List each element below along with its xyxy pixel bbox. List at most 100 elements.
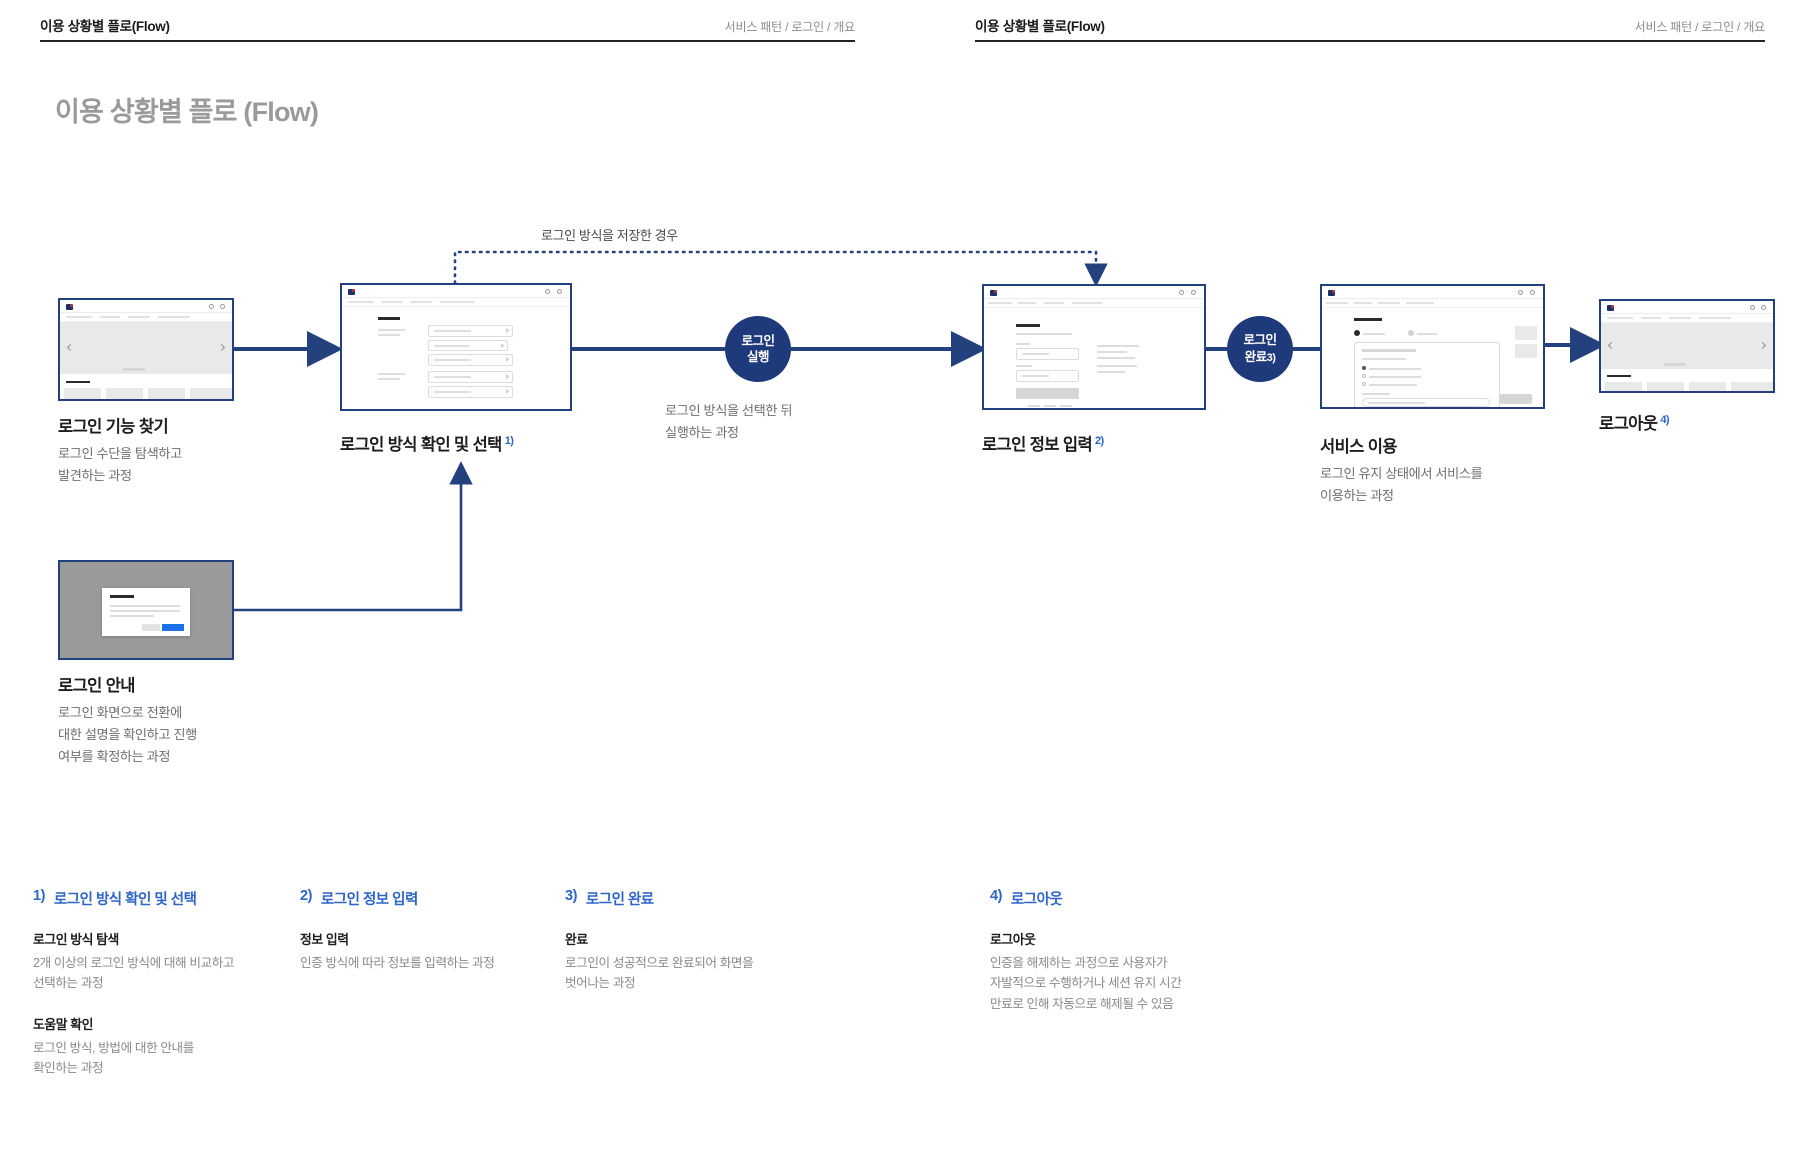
footnote-block: 도움말 확인 로그인 방식, 방법에 대한 안내를 확인하는 과정	[33, 1014, 283, 1079]
hero-banner	[60, 322, 232, 374]
node-find-login[interactable]	[58, 298, 234, 401]
chevron-right-icon	[504, 389, 509, 394]
footnote-subtitle: 정보 입력	[300, 932, 349, 947]
footnote-heading: 1) 로그인 방식 확인 및 선택	[33, 888, 283, 909]
id-input-field[interactable]	[1016, 348, 1079, 360]
search-icon	[1518, 290, 1523, 295]
panel-line	[1362, 393, 1390, 395]
footnote-block: 완료 로그인이 성공적으로 완료되어 화면을 벗어나는 과정	[565, 929, 825, 994]
user-icon	[557, 289, 562, 294]
primary-action-button[interactable]	[1500, 394, 1532, 404]
dialog-cancel-button[interactable]	[142, 624, 160, 631]
user-icon	[1530, 290, 1535, 295]
badge-sup: 3)	[1266, 351, 1276, 364]
chevron-right-icon	[504, 328, 509, 333]
submit-button[interactable]	[1016, 388, 1079, 399]
hero-banner	[1601, 323, 1773, 369]
radio-icon[interactable]	[1362, 366, 1366, 370]
sub-heading-line	[378, 378, 400, 380]
node-title-sup: 1)	[504, 434, 514, 447]
footnote-heading: 4) 로그아웃	[990, 888, 1290, 909]
user-icon	[1761, 305, 1766, 310]
footnote-heading: 2) 로그인 정보 입력	[300, 888, 560, 909]
step-dot	[1408, 330, 1414, 336]
login-method-option[interactable]	[428, 340, 508, 351]
node-enter-info[interactable]	[982, 284, 1206, 410]
mock-navbar	[60, 313, 232, 322]
field-label-line	[1016, 365, 1032, 367]
mock-topbar	[342, 285, 570, 298]
node-use-service-desc: 로그인 유지 상태에서 서비스를 이용하는 과정	[1320, 466, 1483, 504]
login-method-option[interactable]	[428, 371, 513, 383]
field-label-line	[1016, 343, 1030, 345]
node-login-guide-desc: 로그인 화면으로 전환에 대한 설명을 확인하고 진행 여부를 확정하는 과정	[58, 705, 197, 765]
footnote-1: 1) 로그인 방식 확인 및 선택 로그인 방식 탐색 2개 이상의 로그인 방…	[33, 888, 283, 1079]
browser-mock-method	[342, 285, 570, 409]
footnote-title: 로그아웃	[1010, 892, 1063, 908]
node-title-text: 로그인 기능 찾기	[58, 418, 169, 436]
search-icon	[1179, 290, 1184, 295]
footnote-text: 로그인 방식, 방법에 대한 안내를 확인하는 과정	[33, 1040, 194, 1076]
dialog-text-line	[110, 615, 154, 617]
footnote-title: 로그인 정보 입력	[320, 892, 418, 908]
node-title-text: 로그아웃	[1599, 415, 1658, 433]
login-method-option[interactable]	[428, 386, 513, 398]
notice-line	[1097, 365, 1137, 367]
panel-line	[1362, 358, 1406, 360]
brand-logo-icon	[348, 289, 355, 295]
mock-navbar	[342, 298, 570, 307]
footnote-2: 2) 로그인 정보 입력 정보 입력 인증 방식에 따라 정보를 입력하는 과정	[300, 888, 560, 973]
node-logout[interactable]	[1599, 299, 1775, 393]
node-find-login-title: 로그인 기능 찾기	[58, 413, 171, 437]
panel-input-field[interactable]	[1362, 398, 1490, 407]
option-line	[1369, 376, 1421, 378]
user-icon	[220, 304, 225, 309]
mock-topbar	[1601, 301, 1773, 314]
footnote-title: 로그인 완료	[585, 892, 654, 908]
node-title-sup: 4)	[1660, 413, 1669, 426]
helper-link[interactable]	[1060, 405, 1072, 407]
footnote-number: 3)	[565, 888, 577, 904]
brand-logo-icon	[66, 304, 73, 310]
badge-line2: 완료3)	[1244, 349, 1276, 364]
card-tile	[1647, 382, 1684, 391]
mock-topbar	[984, 286, 1204, 299]
search-icon	[1750, 305, 1755, 310]
login-method-option[interactable]	[428, 354, 513, 366]
option-line	[1369, 384, 1417, 386]
node-login-guide[interactable]	[58, 560, 234, 660]
brand-logo-icon	[1328, 290, 1335, 296]
option-line	[1369, 368, 1421, 370]
footnote-block: 정보 입력 인증 방식에 따라 정보를 입력하는 과정	[300, 929, 560, 973]
sub-heading-line	[378, 329, 405, 331]
chevron-right-icon	[499, 342, 504, 348]
browser-mock-credentials	[984, 286, 1204, 408]
footnote-subtitle: 도움말 확인	[33, 1016, 94, 1032]
notice-line	[1097, 371, 1125, 373]
helper-link[interactable]	[1028, 405, 1040, 407]
footnote-block: 로그인 방식 탐색 2개 이상의 로그인 방식에 대해 비교하고 선택하는 과정	[33, 929, 283, 994]
helper-link[interactable]	[1044, 405, 1056, 407]
node-find-login-desc: 로그인 수단을 탐색하고 발견하는 과정	[58, 446, 182, 484]
footnote-subtitle: 로그아웃	[990, 932, 1036, 947]
footnote-number: 4)	[990, 888, 1002, 904]
step-dot	[1354, 330, 1360, 336]
radio-icon[interactable]	[1362, 374, 1366, 378]
login-method-option[interactable]	[428, 325, 513, 337]
sub-heading-line	[378, 373, 405, 375]
header-right-title: 이용 상황별 플로(Flow)	[975, 19, 1105, 34]
radio-icon[interactable]	[1362, 382, 1366, 386]
password-input-field[interactable]	[1016, 370, 1079, 382]
badge-line2: 실행	[746, 350, 770, 364]
badge-line1: 로그인	[741, 333, 775, 348]
dialog-confirm-button[interactable]	[162, 624, 184, 631]
node-use-service[interactable]	[1320, 284, 1545, 409]
node-choose-method[interactable]	[340, 283, 572, 411]
notice-line	[1097, 351, 1127, 353]
carousel-dots	[1664, 363, 1686, 366]
node-title-text: 로그인 정보 입력	[982, 436, 1093, 454]
mock-topbar	[60, 300, 232, 313]
